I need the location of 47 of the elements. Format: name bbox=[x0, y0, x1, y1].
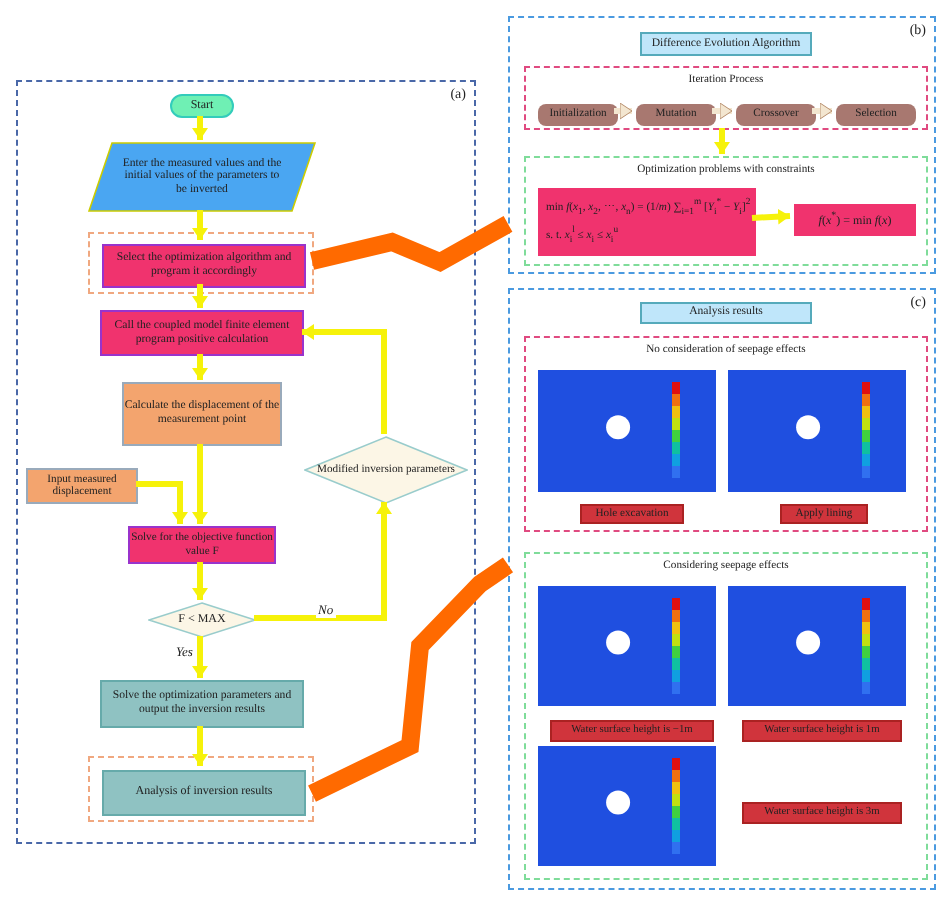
process-box bbox=[736, 104, 816, 126]
title-box bbox=[640, 32, 812, 56]
decision-diamond bbox=[148, 602, 256, 638]
arrow bbox=[302, 323, 387, 434]
caption-box bbox=[742, 720, 902, 742]
arrow bbox=[192, 116, 208, 140]
arrow bbox=[712, 102, 733, 120]
arrow bbox=[812, 102, 833, 120]
arrow bbox=[192, 210, 208, 240]
process-box bbox=[102, 770, 306, 816]
caption-box bbox=[742, 802, 902, 824]
process-box bbox=[128, 526, 276, 564]
dashed-frame bbox=[88, 756, 314, 822]
start-terminal bbox=[170, 94, 234, 118]
process-box bbox=[538, 104, 618, 126]
process-box bbox=[122, 382, 282, 446]
dashed-frame bbox=[524, 156, 928, 266]
arrow bbox=[614, 102, 633, 120]
process-box bbox=[100, 310, 304, 356]
arrow bbox=[192, 284, 208, 308]
arrow bbox=[192, 444, 208, 524]
caption-box bbox=[780, 504, 868, 524]
process-box bbox=[836, 104, 916, 126]
decision-diamond bbox=[304, 436, 468, 504]
arrow bbox=[192, 726, 208, 766]
arrow bbox=[192, 636, 208, 678]
formula-box bbox=[538, 188, 756, 256]
arrow bbox=[136, 481, 188, 524]
panel-frame bbox=[16, 80, 476, 844]
panel-frame bbox=[508, 16, 936, 274]
arrow bbox=[192, 562, 208, 600]
input-parallelogram bbox=[88, 142, 316, 212]
arrow bbox=[714, 128, 730, 154]
dashed-frame bbox=[524, 66, 928, 130]
process-box bbox=[102, 244, 306, 288]
arrow bbox=[751, 208, 791, 225]
caption-box bbox=[550, 720, 714, 742]
process-box bbox=[100, 680, 304, 728]
dashed-frame bbox=[88, 232, 314, 294]
title-box bbox=[640, 302, 812, 324]
formula-box bbox=[794, 204, 916, 236]
process-box bbox=[636, 104, 716, 126]
thick-connector bbox=[309, 216, 513, 272]
caption-box bbox=[580, 504, 684, 524]
arrow bbox=[254, 502, 392, 621]
input-box bbox=[26, 468, 138, 504]
arrow bbox=[192, 354, 208, 380]
